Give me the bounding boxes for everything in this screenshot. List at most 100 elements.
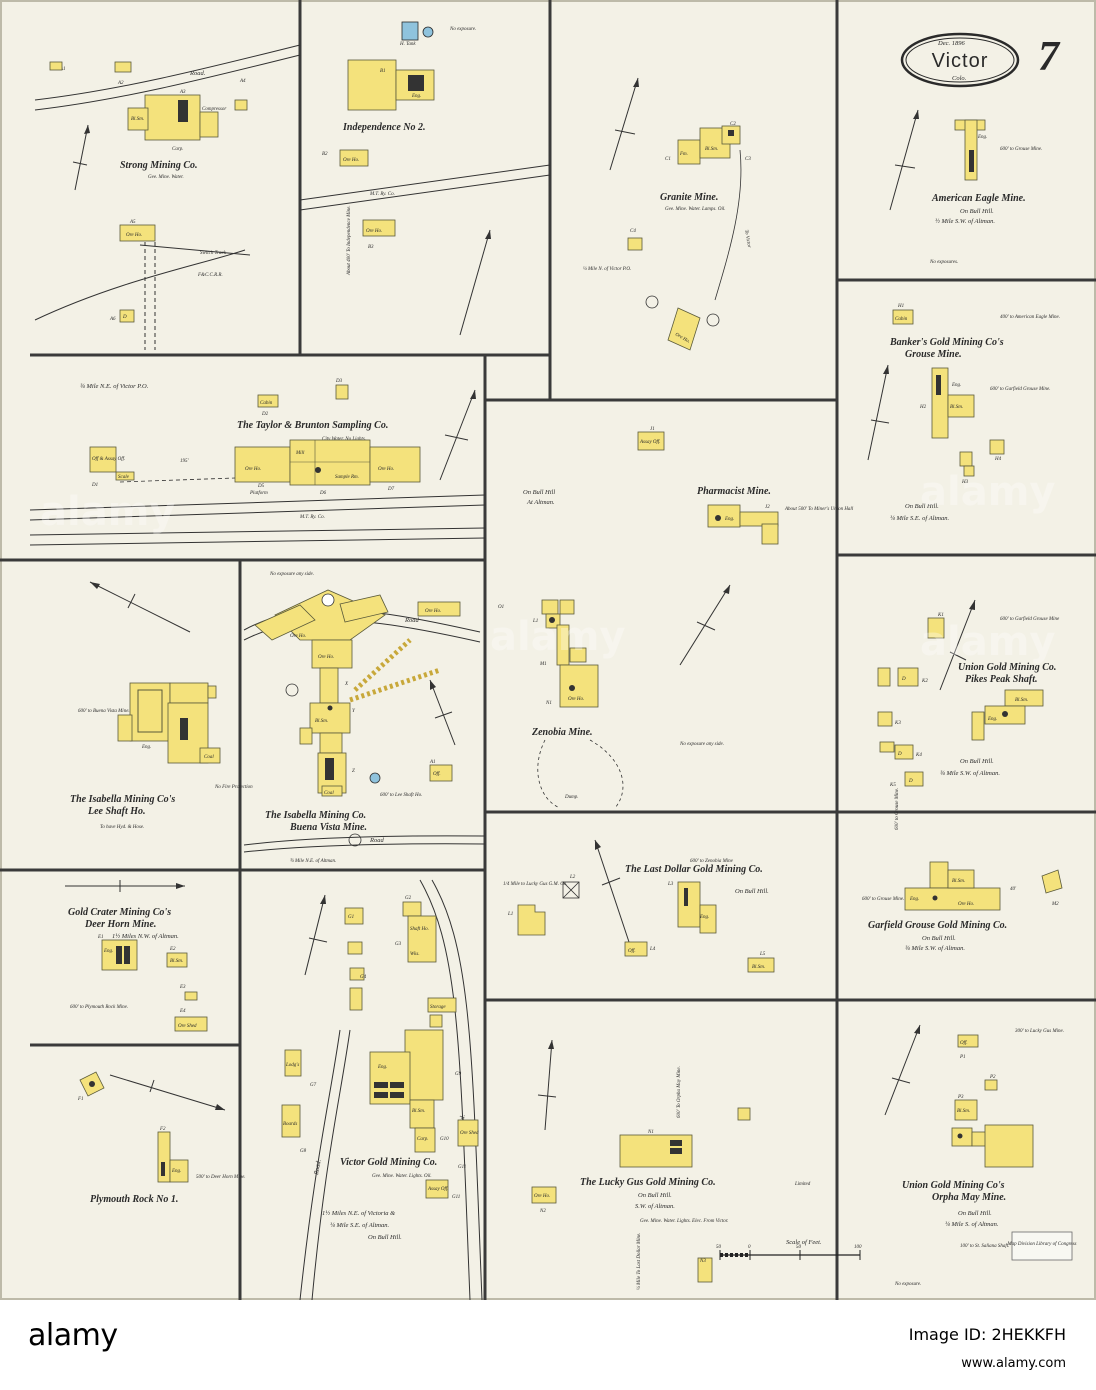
code-b2: B2 bbox=[322, 152, 328, 157]
code-g10: G10 bbox=[440, 1137, 449, 1142]
lee-chimney bbox=[207, 685, 217, 699]
zenobia-dump: Dump. bbox=[564, 795, 578, 800]
library-stamp: Map Division Library of Congress bbox=[1007, 1231, 1077, 1261]
code-b3: B3 bbox=[368, 245, 374, 250]
granite-shaft bbox=[728, 130, 734, 136]
taylor-ore-label-2: Ore Ho. bbox=[378, 467, 394, 472]
last-dollar-main bbox=[677, 881, 701, 928]
pharmacist-location-2: At Altman. bbox=[526, 499, 555, 506]
lucky-boiler-1 bbox=[670, 1140, 682, 1146]
victor-shaft-house bbox=[407, 915, 437, 963]
buena-connector bbox=[319, 732, 343, 754]
alamy-logo[interactable]: alamy bbox=[28, 1318, 118, 1353]
orpha-main bbox=[984, 1124, 1034, 1168]
code-m1: M1 bbox=[539, 662, 547, 667]
code-l5: L5 bbox=[759, 952, 766, 957]
taylor-rr-label: M.T. Ry. Co. bbox=[299, 515, 325, 520]
victor-g4 bbox=[347, 941, 363, 955]
code-o1: O1 bbox=[498, 605, 504, 610]
panel-gold-crater: Gold Crater Mining Co's Deer Horn Mine. … bbox=[65, 880, 208, 1032]
garfield-title: Garfield Grouse Gold Mining Co. bbox=[868, 920, 1007, 931]
victor-lodging bbox=[284, 1049, 302, 1077]
orpha-title-2: Orpha May Mine. bbox=[932, 1192, 1006, 1203]
panel-isabella-buena-vista: No exposure any side. Road Ore Ho. Ore H… bbox=[243, 572, 486, 864]
pikes-shed-k4 bbox=[894, 744, 914, 760]
crater-title-2: Deer Horn Mine. bbox=[84, 919, 156, 930]
crater-location: 1½ Miles N.W. of Altman. bbox=[112, 933, 179, 940]
crater-shed bbox=[184, 991, 198, 1001]
taylor-ore-house-1 bbox=[234, 446, 291, 483]
orpha-note: 300' to Lucky Gus Mine. bbox=[1015, 1029, 1064, 1034]
strong-main-building bbox=[144, 94, 201, 141]
lee-note: To have Hyd. & Hose. bbox=[100, 825, 144, 830]
strong-shed-2 bbox=[234, 99, 248, 111]
sheet-number: 7 bbox=[1038, 34, 1061, 80]
garfield-note: 600' to Grouse Mine. bbox=[862, 897, 904, 902]
buena-off-label: Off. bbox=[433, 772, 441, 777]
buena-location: ¾ Mile N.E. of Altman. bbox=[290, 859, 336, 864]
taylor-ore-label-1: Ore Ho. bbox=[245, 467, 261, 472]
granite-road-label: To Victor bbox=[743, 229, 751, 248]
eagle-location-2: ½ Mile S.W. of Altman. bbox=[935, 218, 995, 225]
strong-compressor-label: Compressor bbox=[202, 107, 226, 112]
lucky-ore-label: Ore Ho. bbox=[534, 1194, 550, 1199]
code-buena-a1: A1 bbox=[429, 760, 436, 765]
image-id: Image ID: 2HEKKFH bbox=[908, 1325, 1066, 1344]
code-e1: E1 bbox=[97, 935, 104, 940]
victor-shed-a bbox=[429, 1014, 443, 1028]
strong-shed-3 bbox=[119, 309, 135, 323]
independence-boiler bbox=[408, 75, 424, 91]
title-state: Colo. bbox=[952, 75, 967, 82]
garfield-tower bbox=[929, 861, 949, 889]
victor-storage-label: Storage bbox=[430, 1005, 446, 1010]
code-l1: L1 bbox=[532, 619, 538, 624]
code-a6: A6 bbox=[109, 317, 116, 322]
panel-strong-mining: Road. A1 A2 A3 A4 Bl.Sm. Carp. Compresso… bbox=[34, 44, 301, 350]
plymouth-note: 500' to Deer Horn Mine. bbox=[196, 1175, 246, 1180]
lee-coal-label: Coal bbox=[204, 755, 214, 760]
victor-boards bbox=[281, 1104, 301, 1138]
code-l3: L3 bbox=[667, 882, 674, 887]
orpha-title-1: Union Gold Mining Co's bbox=[902, 1180, 1005, 1191]
buena-ore-label-mid: Ore Ho. bbox=[290, 634, 306, 639]
zenobia-annex bbox=[569, 647, 587, 663]
orpha-p1 bbox=[957, 1034, 979, 1048]
buena-office bbox=[429, 764, 453, 782]
code-b1: B1 bbox=[380, 69, 386, 74]
granite-bl-label: Bl.Sm. bbox=[705, 147, 718, 152]
bankers-note-1: 400' to American Eagle Mine. bbox=[1000, 315, 1060, 320]
last-dollar-office bbox=[624, 941, 648, 957]
lee-title-2: Lee Shaft Ho. bbox=[87, 806, 146, 817]
victor-boiler-2 bbox=[374, 1092, 388, 1098]
last-dollar-l2-box bbox=[562, 881, 580, 899]
lee-note-1: 600' to Buena Vista Mine. bbox=[78, 709, 130, 714]
pharmacist-eng-label: Eng. bbox=[724, 517, 734, 522]
bankers-shed-1 bbox=[959, 451, 973, 467]
pharmacist-annex bbox=[761, 523, 779, 545]
panel-victor-gold: Road. Road. G1 G2 Shaft Ho. Wks. G3 G4 S… bbox=[281, 879, 483, 1301]
lee-boiler bbox=[180, 718, 188, 740]
strong-d-label: D bbox=[122, 315, 127, 320]
watermark-1: alamy bbox=[40, 489, 175, 535]
orpha-location-1: On Bull Hill. bbox=[958, 1210, 992, 1217]
scale-tick-1: 0 bbox=[748, 1245, 751, 1250]
code-g3: G3 bbox=[395, 942, 402, 947]
code-p2: P2 bbox=[989, 1075, 996, 1080]
pharmacist-wing bbox=[739, 511, 779, 527]
last-dollar-shaft bbox=[684, 888, 688, 906]
panel-orpha-may: 300' to Lucky Gus Mine. Off. P1 P2 P3 Bl… bbox=[884, 1024, 1064, 1287]
crater-eng-label: Eng. bbox=[103, 949, 113, 954]
code-d7: D7 bbox=[387, 487, 395, 492]
buena-coal bbox=[321, 785, 343, 797]
panel-taylor-brunton: ¾ Mile N.E. of Victor P.O. Cabin D2 D3 T… bbox=[29, 379, 486, 546]
alamy-watermarks: alamy alamy alamy alamy bbox=[40, 469, 1055, 665]
victor-carp bbox=[414, 1127, 436, 1153]
strong-note: Gee. Mine. Water. bbox=[148, 175, 184, 180]
alamy-url[interactable]: www.alamy.com bbox=[961, 1356, 1066, 1371]
garfield-shed-m2 bbox=[1041, 869, 1063, 894]
taylor-scale-label: Scale bbox=[118, 475, 130, 480]
strong-rr-label: F&C.C.R.R. bbox=[197, 273, 223, 278]
scale-label: Scale of Feet. bbox=[786, 1239, 822, 1246]
bankers-note-2: 600' to Garfield Grouse Mine. bbox=[990, 387, 1050, 392]
code-m2: M2 bbox=[1051, 902, 1059, 907]
